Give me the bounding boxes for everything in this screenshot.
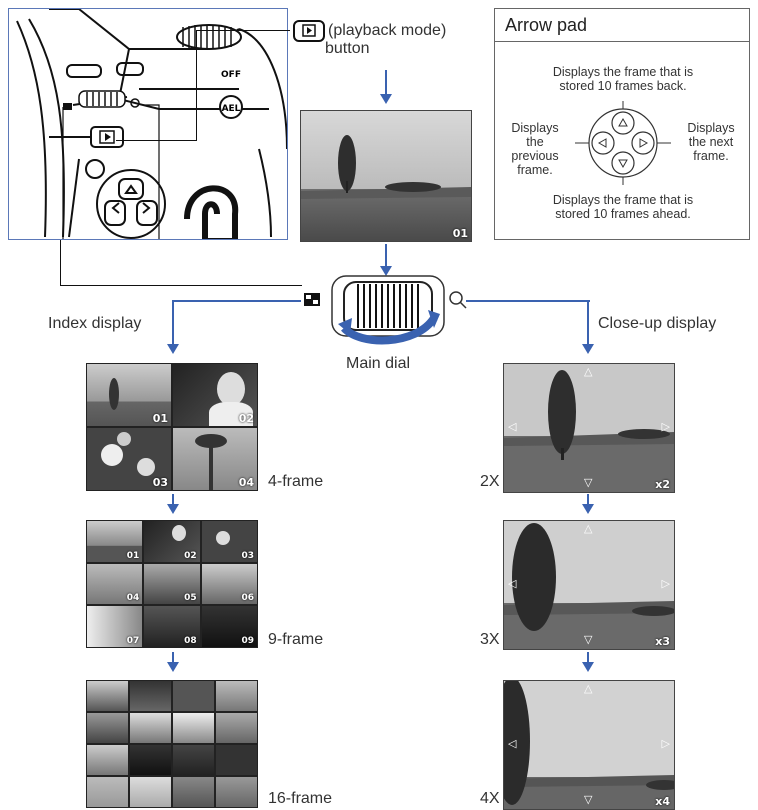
thumbnail (216, 713, 257, 743)
connector-line (60, 285, 302, 287)
thumbnail (130, 745, 171, 775)
thumbnail: 08 (144, 606, 200, 647)
arrow-pad-panel: Arrow pad Displays the frame that is sto… (494, 8, 750, 240)
frame-number: 01 (452, 227, 468, 240)
thumbnail: 04 (173, 428, 257, 490)
down-arrow (582, 300, 594, 354)
down-arrow (380, 70, 392, 104)
four-frame-label: 4-frame (268, 473, 324, 490)
thumbnail: 07 (87, 606, 143, 647)
arrow-pad-icon (575, 101, 671, 185)
thumbnail: 01 (87, 521, 143, 562)
zoom-4x-label: 4X (480, 790, 500, 807)
zoom-badge: x3 (655, 635, 670, 648)
branch-line-left (173, 300, 301, 302)
svg-text:AEL: AEL (222, 104, 241, 114)
index-16-frame (86, 680, 258, 808)
svg-text:OFF: OFF (221, 70, 241, 80)
magnify-icon (449, 291, 467, 309)
thumbnail: 09 (201, 606, 257, 647)
zoom-badge: x4 (655, 795, 670, 808)
sixteen-frame-label: 16-frame (268, 790, 333, 807)
zoom-badge: x2 (655, 478, 670, 491)
zoom-3x-label: 3X (480, 631, 500, 648)
thumbnail (130, 777, 171, 807)
down-arrow (380, 244, 392, 276)
thumbnail (173, 681, 214, 711)
mode-dial (176, 24, 242, 50)
index-icon (304, 293, 320, 306)
thumbnail (216, 777, 257, 807)
closeup-2x-image: △ ◁ ▷ ▽ x2 (503, 363, 675, 493)
connector-line (60, 240, 62, 286)
arrow-pad-right-text: Displays the next frame. (687, 121, 735, 163)
index-9-frame: 01 02 03 04 05 06 07 08 09 (86, 520, 258, 648)
playback-preview-image: 01 (300, 110, 472, 242)
camera-arrow-pad (96, 169, 166, 239)
closeup-3x-image: △ ◁ ▷ ▽ x3 (503, 520, 675, 650)
thumbnail: 06 (201, 563, 257, 605)
arrow-pad-title: Arrow pad (495, 9, 749, 42)
thumbnail (173, 745, 214, 775)
thumbnail: 05 (144, 563, 200, 605)
nine-frame-label: 9-frame (268, 631, 324, 648)
closeup-4x-image: △ ◁ ▷ ▽ x4 (503, 680, 675, 810)
thumbnail (130, 713, 171, 743)
connector-line (196, 30, 198, 140)
zoom-2x-label: 2X (480, 473, 500, 490)
camera-body-drawing: AEL OFF (16, 9, 287, 239)
thumbnail (173, 713, 214, 743)
camera-illustration: AEL OFF (8, 8, 288, 240)
down-arrow (167, 300, 179, 354)
thumbnail: 01 (87, 364, 171, 426)
thumbnail: 02 (173, 364, 257, 426)
thumbnail: 04 (87, 563, 143, 605)
branch-line-right (466, 300, 590, 302)
thumbnail: 03 (87, 428, 171, 490)
connector-line (116, 140, 197, 142)
down-arrow (582, 652, 594, 672)
arrow-pad-up-text: Displays the frame that is stored 10 fra… (552, 65, 694, 93)
down-arrow (167, 494, 179, 514)
arrow-pad-down-text: Displays the frame that is stored 10 fra… (552, 193, 694, 221)
connector-line (196, 30, 290, 32)
index-4-frame: 01 02 03 04 (86, 363, 258, 491)
playback-icon (293, 20, 325, 42)
thumbnail (87, 713, 128, 743)
thumbnail: 02 (144, 521, 200, 562)
thumbnail (87, 681, 128, 711)
main-dial-label: Main dial (346, 355, 411, 372)
arrow-pad-left-text: Displays the previous frame. (511, 121, 559, 177)
thumbnail (87, 745, 128, 775)
main-dial[interactable] (330, 272, 446, 352)
down-arrow (582, 494, 594, 514)
thumbnail (216, 681, 257, 711)
camera-sub-dial (78, 90, 126, 108)
thumbnail (130, 681, 171, 711)
thumbnail (87, 777, 128, 807)
down-arrow (167, 652, 179, 672)
playback-label: (playback mode) button (325, 22, 447, 57)
closeup-display-title: Close-up display (598, 315, 717, 332)
thumbnail: 03 (201, 521, 257, 562)
thumbnail (173, 777, 214, 807)
thumbnail (216, 745, 257, 775)
index-display-title: Index display (48, 315, 142, 332)
